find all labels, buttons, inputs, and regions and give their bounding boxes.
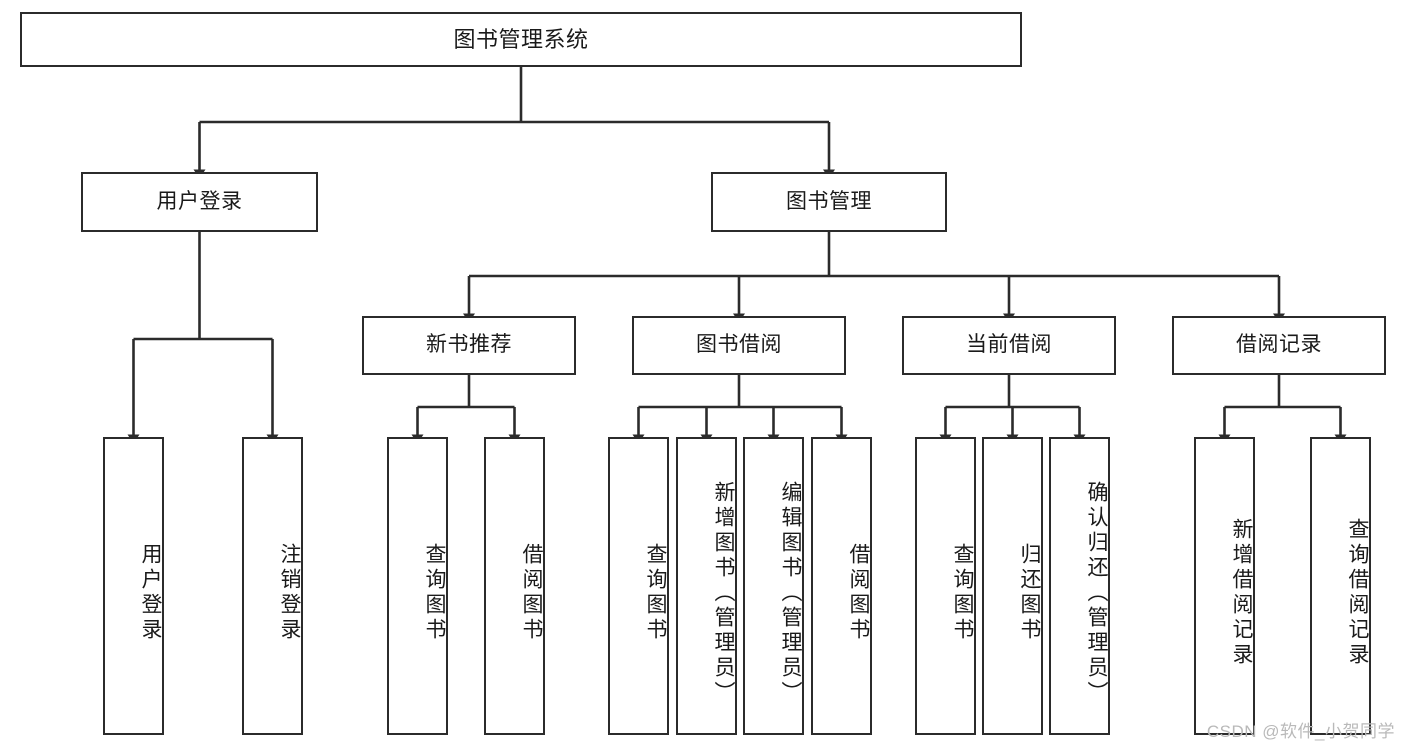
node-label: 查询图书 — [423, 543, 446, 643]
node-leaf_4[interactable]: 查询图书 — [608, 437, 669, 735]
node-leaf_9[interactable]: 归还图书 — [982, 437, 1043, 735]
node-label: 用户登录 — [139, 543, 162, 643]
node-label: 新增借阅记录 — [1230, 518, 1253, 668]
node-label: 注销登录 — [278, 543, 301, 643]
node-leaf_3[interactable]: 借阅图书 — [484, 437, 545, 735]
node-label: 借阅图书 — [520, 543, 543, 643]
node-label: 查询图书 — [951, 543, 974, 643]
node-leaf_12[interactable]: 查询借阅记录 — [1310, 437, 1371, 735]
node-label: 查询借阅记录 — [1346, 518, 1369, 668]
node-label: 编辑图书（管理员） — [779, 480, 802, 706]
node-leaf_2[interactable]: 查询图书 — [387, 437, 448, 735]
node-label: 用户登录 — [156, 189, 243, 213]
node-l1_1[interactable]: 图书管理 — [711, 172, 947, 232]
node-label: 归还图书 — [1018, 543, 1041, 643]
node-label: 借阅图书 — [847, 543, 870, 643]
node-label: 图书管理系统 — [453, 26, 589, 52]
node-leaf_11[interactable]: 新增借阅记录 — [1194, 437, 1255, 735]
node-l2_0[interactable]: 新书推荐 — [362, 316, 576, 375]
watermark-label: CSDN @软件_小贺同学 — [1206, 722, 1395, 741]
node-leaf_7[interactable]: 借阅图书 — [811, 437, 872, 735]
node-leaf_5[interactable]: 新增图书（管理员） — [676, 437, 737, 735]
node-l1_0[interactable]: 用户登录 — [81, 172, 318, 232]
node-leaf_0[interactable]: 用户登录 — [103, 437, 164, 735]
node-label: 借阅记录 — [1236, 333, 1322, 357]
node-l2_1[interactable]: 图书借阅 — [632, 316, 846, 375]
node-label: 新增图书（管理员） — [712, 480, 735, 706]
node-leaf_6[interactable]: 编辑图书（管理员） — [743, 437, 804, 735]
node-label: 新书推荐 — [426, 333, 512, 357]
node-l2_2[interactable]: 当前借阅 — [902, 316, 1116, 375]
node-label: 图书管理 — [786, 189, 872, 213]
node-label: 查询图书 — [644, 543, 667, 643]
node-root[interactable]: 图书管理系统 — [20, 12, 1022, 67]
node-leaf_8[interactable]: 查询图书 — [915, 437, 976, 735]
node-leaf_10[interactable]: 确认归还（管理员） — [1049, 437, 1110, 735]
node-label: 图书借阅 — [696, 333, 782, 357]
node-leaf_1[interactable]: 注销登录 — [242, 437, 303, 735]
node-l2_3[interactable]: 借阅记录 — [1172, 316, 1386, 375]
node-label: 确认归还（管理员） — [1085, 480, 1108, 706]
node-label: 当前借阅 — [966, 333, 1052, 357]
